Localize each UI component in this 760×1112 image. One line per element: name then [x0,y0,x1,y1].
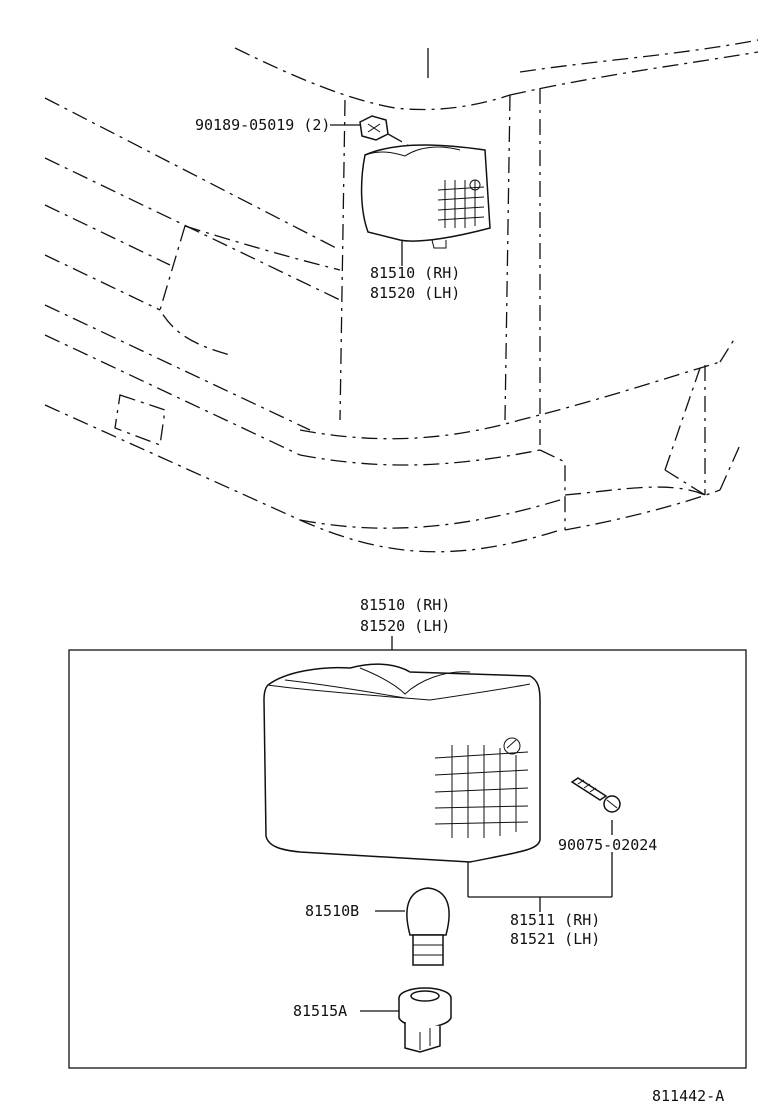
figure-code: 811442-A [652,1087,724,1105]
detail-lamp-label-rh: 81510 (RH) [360,596,450,614]
side-lamp-detail [263,663,612,912]
top-lamp-label-rh: 81510 (RH) [370,264,460,282]
side-lamp-installed [360,144,491,266]
bulb-part-label: 81510B [305,902,359,920]
screw-part-label: 90075-02024 [558,836,657,854]
bulb-part [375,887,450,966]
clip-part-label: 90189-05019 (2) [195,116,330,134]
detail-frame [68,649,747,1069]
detail-lamp-label-lh: 81520 (LH) [360,617,450,635]
lens-label-lh: 81521 (LH) [510,930,600,948]
screw-part [570,777,621,897]
clip-part [330,115,421,153]
top-lamp-label-lh: 81520 (LH) [370,284,460,302]
lens-grid [434,737,529,838]
vehicle-corner-outline [44,39,759,553]
socket-part-label: 81515A [293,1002,347,1020]
lens-label-rh: 81511 (RH) [510,911,600,929]
socket-part [360,987,452,1053]
